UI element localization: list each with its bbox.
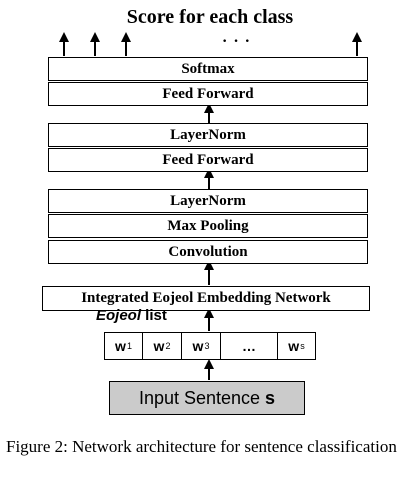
feed-forward-top-layer: Feed Forward (48, 82, 368, 106)
token-sub: 1 (126, 341, 132, 351)
output-ellipsis: · · · (222, 33, 252, 50)
max-pooling-layer: Max Pooling (48, 214, 368, 238)
convolution-layer: Convolution (48, 240, 368, 264)
token-base: w (115, 338, 126, 354)
token-base: w (288, 338, 300, 354)
diagram-title: Score for each class (126, 6, 294, 28)
token-sub: 2 (165, 341, 171, 351)
eojeol-list-rest: list (141, 307, 167, 324)
token-base: … (242, 338, 256, 354)
input-sentence-text: Input Sentence (138, 387, 266, 408)
token-sub: s (300, 341, 305, 351)
feed-forward-mid-layer: Feed Forward (48, 148, 368, 172)
token-ellipsis: … (220, 332, 278, 360)
input-sentence-var: s (265, 387, 276, 408)
token-sub: 3 (204, 341, 210, 351)
input-sentence-box: Input Sentence s (109, 381, 305, 415)
layernorm-bottom-layer: LayerNorm (48, 189, 368, 213)
eojeol-list-italic: Eojeol (96, 307, 142, 324)
token-base: w (153, 338, 165, 354)
token-base: w (192, 338, 204, 354)
layernorm-top-layer: LayerNorm (48, 123, 368, 147)
eojeol-list-label: Eojeol list (96, 307, 167, 324)
softmax-layer: Softmax (48, 57, 368, 81)
figure-caption: Figure 2: Network architecture for sente… (6, 437, 397, 456)
embedding-network-layer: Integrated Eojeol Embedding Network (42, 286, 370, 311)
